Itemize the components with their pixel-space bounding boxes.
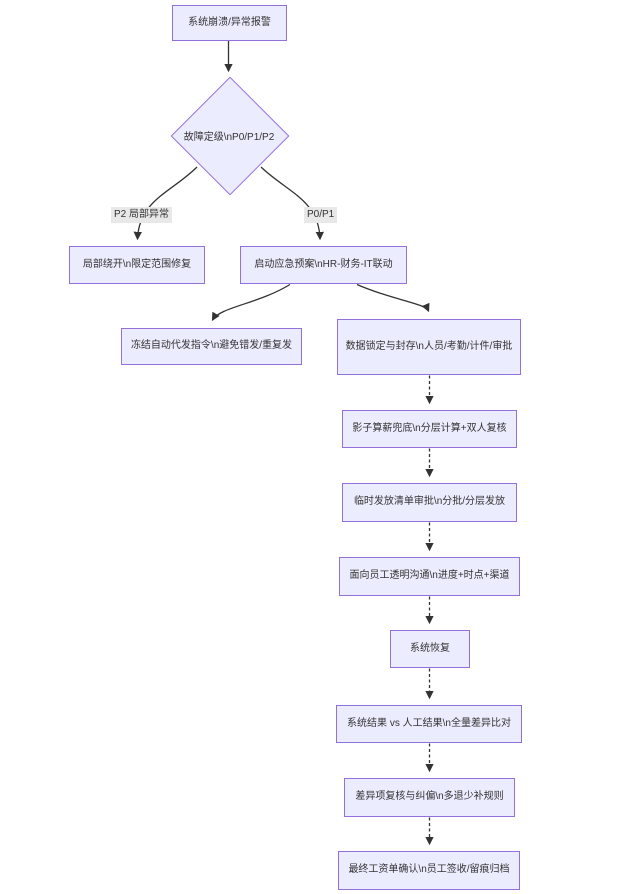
node-emergency-plan: 启动应急预案\nHR-财务-IT联动 bbox=[240, 246, 407, 284]
node-local-bypass: 局部绕开\n限定范围修复 bbox=[69, 246, 205, 284]
node-final-payslip-confirm: 最终工资单确认\n员工签收/留痕归档 bbox=[338, 851, 520, 890]
edge-decision-bypass bbox=[133, 166, 198, 241]
node-diff-review-correction: 差异项复核与纠偏\n多退少补规则 bbox=[344, 778, 515, 817]
node-employee-communication: 面向员工透明沟通\n进度+时点+渠道 bbox=[339, 557, 520, 596]
edge-label-p2-partial-anomaly: P2 局部异常 bbox=[111, 207, 173, 223]
node-temp-pay-approval: 临时发放清单审批\n分批/分层发放 bbox=[342, 483, 517, 522]
node-fault-grading-label: 故障定级\nP0/P1/P2 bbox=[183, 132, 275, 143]
node-shadow-payroll: 影子算薪兜底\n分层计算+双人复核 bbox=[342, 410, 517, 448]
edge-label-p0-p1: P0/P1 bbox=[304, 207, 338, 223]
node-freeze-auto-pay: 冻结自动代发指令\n避免错发/重复发 bbox=[121, 328, 302, 365]
node-full-diff-compare: 系统结果 vs 人工结果\n全量差异比对 bbox=[336, 705, 522, 743]
edge-emergency-freeze bbox=[211, 283, 291, 322]
node-system-recovery: 系统恢复 bbox=[390, 630, 470, 668]
node-data-lock-seal: 数据锁定与封存\n人员/考勤/计件/审批 bbox=[337, 319, 521, 375]
edge-decision-emergency bbox=[260, 166, 325, 241]
edge-emergency-lock bbox=[356, 283, 430, 313]
node-system-alarm: 系统崩溃/异常报警 bbox=[172, 5, 287, 41]
